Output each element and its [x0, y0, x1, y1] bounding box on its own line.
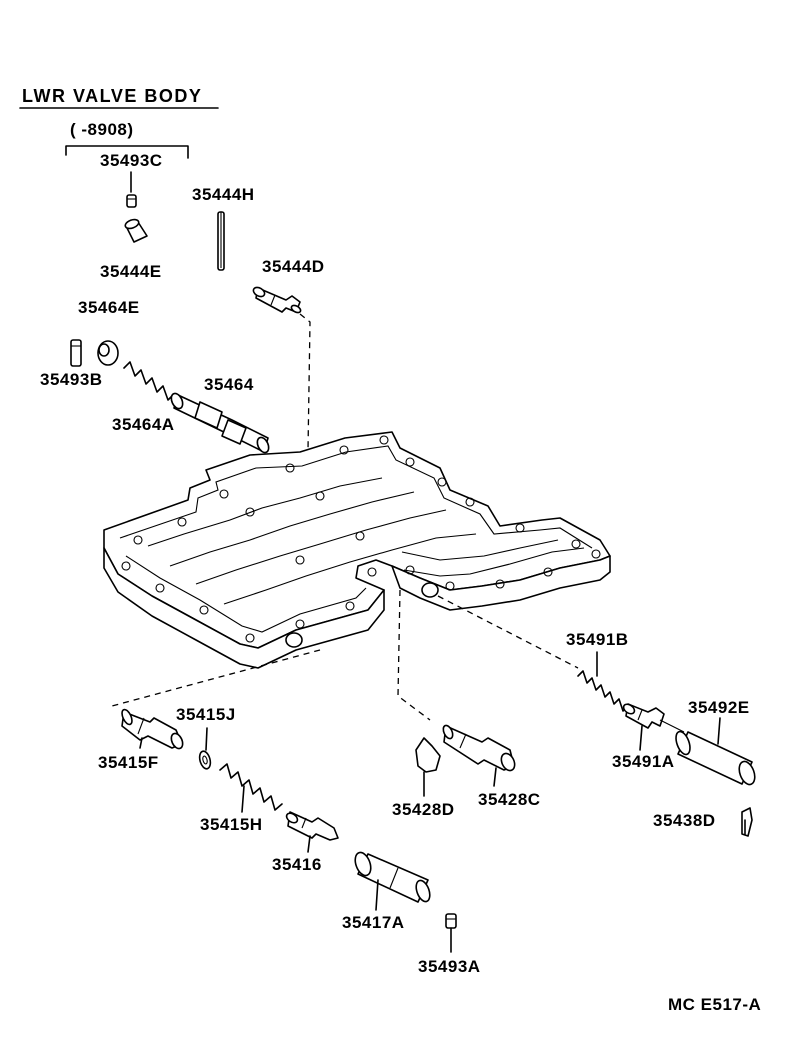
part-label-35444D: 35444D	[262, 257, 325, 276]
part-label-35428D: 35428D	[392, 800, 455, 819]
part-35415J	[198, 727, 212, 770]
part-label-35428C: 35428C	[478, 790, 541, 809]
part-label-35464: 35464	[204, 375, 254, 394]
part-35428C	[442, 724, 516, 787]
part-label-35417A: 35417A	[342, 913, 405, 932]
part-35444H	[217, 211, 225, 271]
part-35417A	[354, 851, 431, 911]
part-35491A	[622, 703, 685, 751]
part-35438D	[741, 807, 753, 837]
diagram-title: LWR VALVE BODY	[22, 86, 202, 106]
part-35464E	[97, 340, 119, 366]
part-label-35444E: 35444E	[100, 262, 162, 281]
part-35491B	[577, 670, 629, 712]
leader-35428C	[397, 589, 431, 721]
part-35493B	[70, 339, 82, 367]
part-label-35493C: 35493C	[100, 151, 163, 170]
part-35492E	[675, 717, 756, 786]
part-35493C	[126, 194, 137, 208]
part-label-35491A: 35491A	[612, 752, 675, 771]
part-label-35415F: 35415F	[98, 753, 159, 772]
part-label-35491B: 35491B	[566, 630, 629, 649]
part-label-35415H: 35415H	[200, 815, 263, 834]
part-35416	[285, 811, 339, 853]
part-35415F	[121, 708, 184, 750]
part-35428D	[415, 737, 441, 797]
part-35444D	[252, 286, 302, 314]
part-label-35444H: 35444H	[192, 185, 255, 204]
part-35464	[170, 392, 270, 454]
leader-35444D	[299, 313, 311, 451]
date-range-bracket	[65, 145, 189, 159]
part-35493A	[445, 913, 457, 953]
part-label-35493B: 35493B	[40, 370, 103, 389]
part-label-35493A: 35493A	[418, 957, 481, 976]
part-label-35464A: 35464A	[112, 415, 175, 434]
part-label-35416: 35416	[272, 855, 322, 874]
part-label-35492E: 35492E	[688, 698, 750, 717]
leader-35491B	[437, 595, 579, 669]
lower-valve-body	[103, 431, 611, 669]
part-label-35438D: 35438D	[653, 811, 716, 830]
leader-35415F	[111, 649, 321, 707]
part-35444E	[124, 218, 148, 243]
date-range-label: ( -8908)	[70, 120, 134, 139]
part-label-35415J: 35415J	[176, 705, 236, 724]
part-label-35464E: 35464E	[78, 298, 140, 317]
diagram-code: MC E517-A	[668, 995, 761, 1014]
part-35415H	[219, 763, 283, 813]
